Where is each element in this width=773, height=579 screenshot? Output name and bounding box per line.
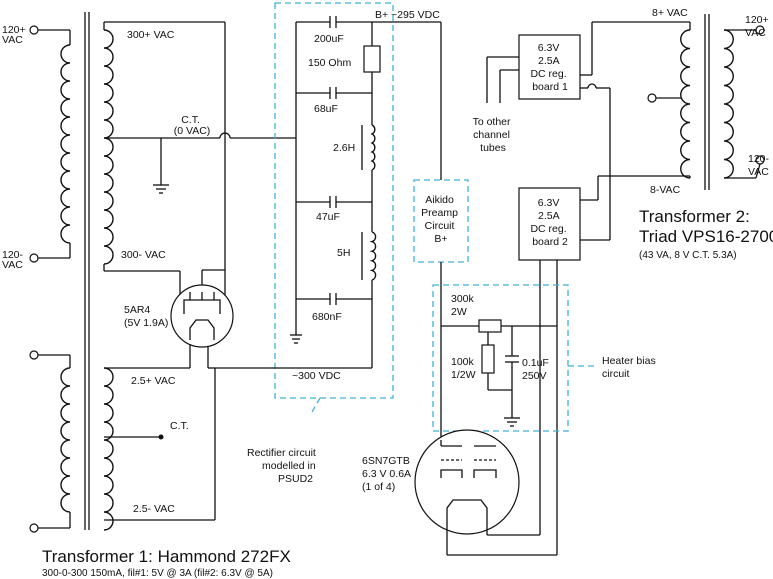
bplus-label: B+ ~295 VDC bbox=[375, 9, 440, 21]
regulator-board-1: 6.3V 2.5A DC reg. board 1 bbox=[518, 34, 581, 100]
inductor-2-6h: 2.6H bbox=[333, 124, 376, 171]
t1-title: Transformer 1: Hammond 272FX bbox=[42, 547, 291, 566]
t2-ct-terminal bbox=[647, 93, 657, 103]
t1-fil-terminal-bottom bbox=[29, 523, 39, 533]
rectifier-tube-5ar4: 5AR4 (5V 1.9A) bbox=[124, 269, 234, 348]
t1-primary-coil bbox=[60, 44, 71, 244]
resistor-300k-label: 300k 2W bbox=[451, 293, 477, 318]
svg-text:6.3V 2.5A DC reg.: 6.3V 2.5A DC reg. board 2 bbox=[530, 197, 569, 248]
resistor-100k bbox=[481, 344, 495, 374]
t1-120-plus-terminal bbox=[29, 25, 39, 35]
svg-text:47uF: 47uF bbox=[316, 211, 340, 223]
rectifier-caption: Rectifier circuit modelled in PSUD2 bbox=[247, 447, 319, 485]
vdc-label: ~300 VDC bbox=[292, 370, 341, 382]
svg-text:2.6H: 2.6H bbox=[333, 142, 355, 154]
t1-hv-secondary-coil bbox=[103, 29, 114, 265]
aikido-preamp-box: Aikido Preamp Circuit B+ bbox=[413, 179, 469, 440]
rectifier-tube-label: 5AR4 (5V 1.9A) bbox=[124, 304, 168, 329]
other-tubes-label: To other channel tubes bbox=[473, 116, 514, 154]
t1-hv-minus-label: 300- VAC bbox=[121, 249, 166, 261]
t2-sec-plus-label: 8+ VAC bbox=[652, 7, 688, 19]
resistor-150-ohm: 150 Ohm bbox=[308, 45, 381, 73]
svg-text:200uF: 200uF bbox=[314, 33, 344, 45]
t1-120-plus-label: 120+ VAC bbox=[2, 24, 29, 46]
t1-ct-label: C.T. (0 VAC) bbox=[174, 114, 211, 137]
svg-text:150 Ohm: 150 Ohm bbox=[308, 57, 351, 69]
t1-fil-terminal-top bbox=[29, 350, 39, 360]
t1-120-minus-label: 120- VAC bbox=[2, 249, 26, 271]
resistor-300k bbox=[478, 319, 502, 333]
svg-text:Aikido Preamp Circ: Aikido Preamp Circuit B+ bbox=[421, 194, 461, 245]
transformer-2: 8+ VAC 8-VAC 120+ VAC 120- VAC Transform… bbox=[639, 7, 773, 261]
svg-text:68uF: 68uF bbox=[314, 103, 338, 115]
regulator-board-2: 6.3V 2.5A DC reg. board 2 bbox=[518, 187, 581, 261]
t1-fil-ct-label: C.T. bbox=[170, 420, 189, 432]
capacitor-0-1uf-label: 0.1uF 250V bbox=[522, 357, 552, 382]
heater-bias-circuit: 300k 2W 100k 1/2W 0.1uF 250V Heater bias… bbox=[432, 284, 659, 432]
t2-title: Transformer 2: Triad VPS16-2700 bbox=[639, 207, 773, 246]
capacitor-200uf: 200uF bbox=[296, 16, 372, 45]
capacitor-680nf: 680nF bbox=[296, 293, 372, 323]
t2-sec-minus-label: 8-VAC bbox=[650, 184, 681, 196]
inductor-5h: 5H bbox=[337, 231, 377, 281]
resistor-100k-label: 100k 1/2W bbox=[451, 356, 477, 381]
svg-text:5H: 5H bbox=[337, 247, 350, 259]
rectifier-filter: 200uF 150 Ohm 68uF 2.6H 47uF bbox=[215, 2, 442, 485]
t2-spec: (43 VA, 8 V C.T. 5.3A) bbox=[639, 250, 737, 261]
t1-spec: 300-0-300 150mA, fil#1: 5V @ 3A (fil#2: … bbox=[42, 568, 273, 579]
t2-primary-coil bbox=[723, 29, 734, 179]
heater-bias-label: Heater bias circuit bbox=[602, 355, 659, 380]
t1-fil-minus-label: 2.5- VAC bbox=[133, 503, 175, 515]
transformer-1: 120+ VAC 120- VAC 300+ VAC C.T. (0 VAC) … bbox=[2, 12, 296, 579]
rectifier-dashed-box bbox=[274, 2, 394, 399]
tube-6sn7gtb: 6SN7GTB 6.3 V 0.6A (1 of 4) bbox=[362, 429, 557, 556]
capacitor-68uf: 68uF bbox=[296, 87, 372, 115]
tube-6sn7-label: 6SN7GTB 6.3 V 0.6A (1 of 4) bbox=[362, 455, 413, 493]
svg-text:6.3V 2.5A DC reg.: 6.3V 2.5A DC reg. board 1 bbox=[530, 42, 569, 93]
t2-secondary-coil bbox=[680, 29, 691, 179]
t1-fil-plus-label: 2.5+ VAC bbox=[131, 375, 176, 387]
capacitor-47uf: 47uF bbox=[296, 196, 372, 223]
t1-120-minus-terminal bbox=[29, 253, 39, 263]
t2-120-plus-label: 120+ VAC bbox=[745, 14, 772, 39]
t1-filament-coil bbox=[103, 367, 114, 531]
t2-120-minus-label: 120- VAC bbox=[748, 153, 772, 178]
svg-text:680nF: 680nF bbox=[312, 311, 342, 323]
t1-hv-plus-label: 300+ VAC bbox=[127, 29, 175, 41]
